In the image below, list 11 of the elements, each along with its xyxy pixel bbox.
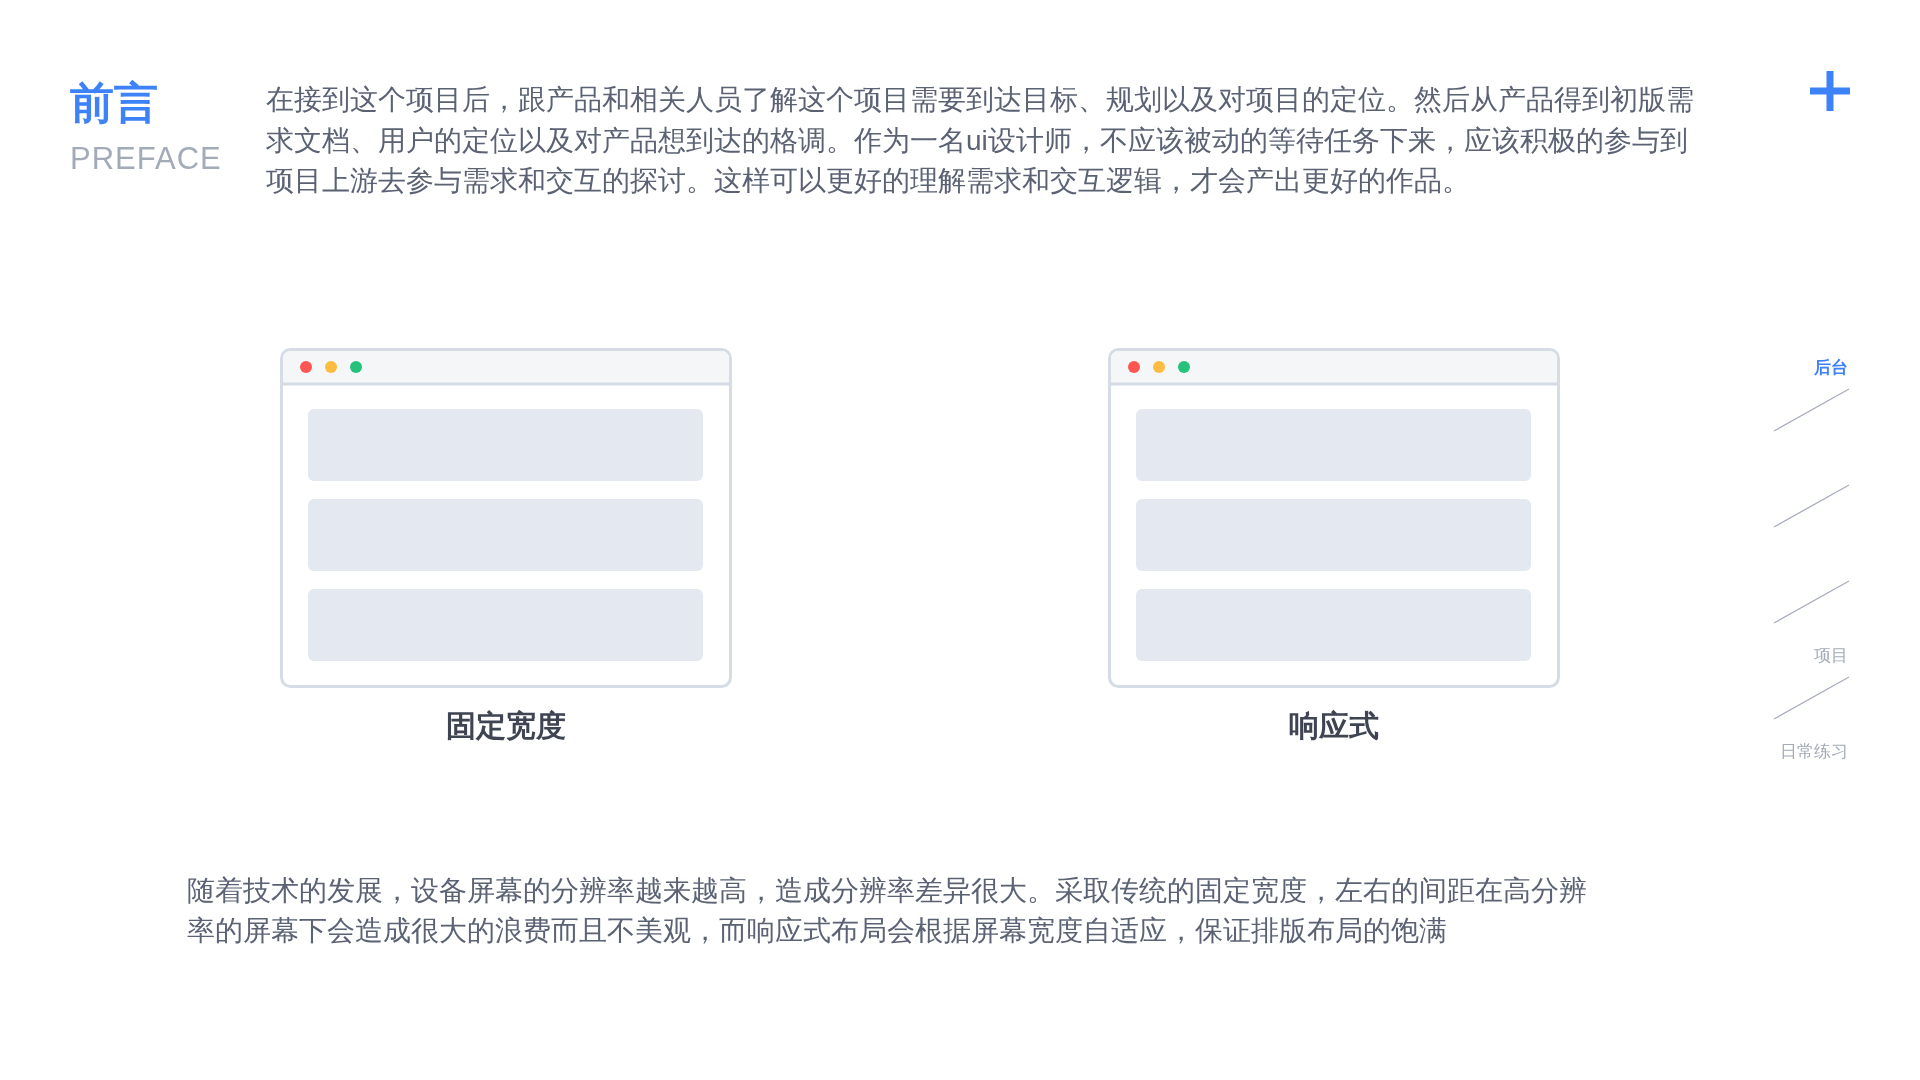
- paragraph: 随着技术的发展，设备屏幕的分辨率越来越高，造成分辨率差异很大。采取传统的固定宽度，左右的间距在高分辨率的屏幕下会造成很大的浪费而且不美观，而响应式布局会根据屏幕宽度自适应，保证排版布局的饱满: [187, 874, 1588, 948]
- node-label: 固定宽度: [446, 708, 566, 744]
- nav-link: 项目: [1814, 645, 1848, 667]
- browser-window: [1108, 348, 1560, 688]
- node-label: 响应式: [1289, 708, 1379, 744]
- browser-window: [280, 348, 732, 688]
- heading: 前言: [70, 77, 158, 129]
- nav-link: 后台: [1814, 357, 1848, 379]
- subtitle: PREFACE: [70, 140, 222, 178]
- paragraph: 在接到这个项目后，跟产品和相关人员了解这个项目需要到达目标、规划以及对项目的定位。然后从产品得到初版需求文档、用户的定位以及对产品想到达的格调。作为一名ui设计师，不应该被动的等待任务下来，应该积极的参与到项目上游去参与需求和交互的探讨。这样可以更好的理解需求和交互逻辑，才会产出更好的作品。: [266, 83, 1695, 198]
- nav-link: 日常练习: [1780, 741, 1848, 763]
